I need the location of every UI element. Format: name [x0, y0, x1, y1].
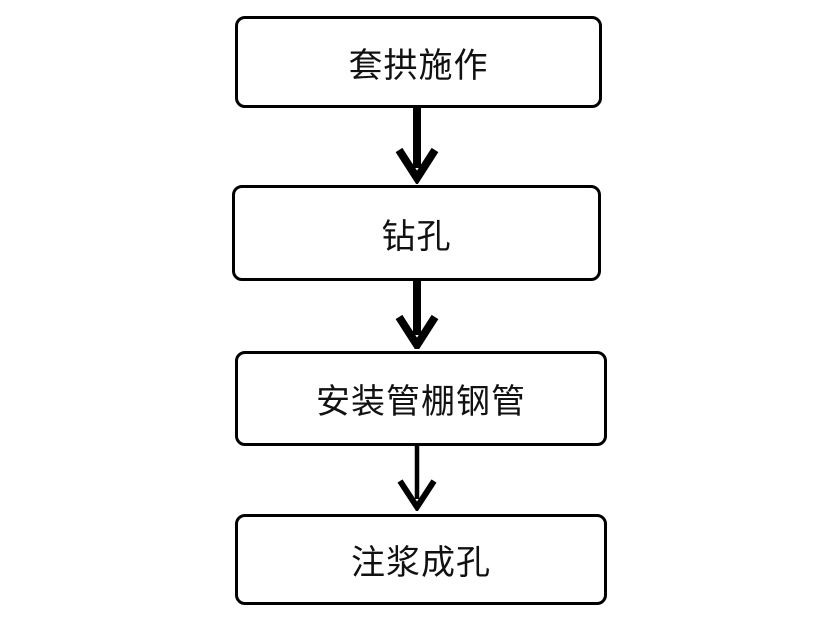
flow-step-label: 钻孔: [381, 218, 452, 256]
down-arrow-icon: [395, 106, 439, 184]
flow-step-install-pipes: 安装管棚钢管: [235, 351, 607, 446]
down-arrow-icon: [395, 279, 439, 349]
flow-step-arch-construction: 套拱施作: [235, 16, 602, 108]
flow-step-label: 套拱施作: [348, 47, 489, 85]
flow-step-grouting: 注浆成孔: [235, 514, 607, 605]
down-arrow-icon: [397, 445, 437, 511]
flow-step-drilling: 钻孔: [232, 185, 601, 281]
flow-step-label: 安装管棚钢管: [316, 384, 526, 421]
flow-step-label: 注浆成孔: [351, 545, 491, 582]
